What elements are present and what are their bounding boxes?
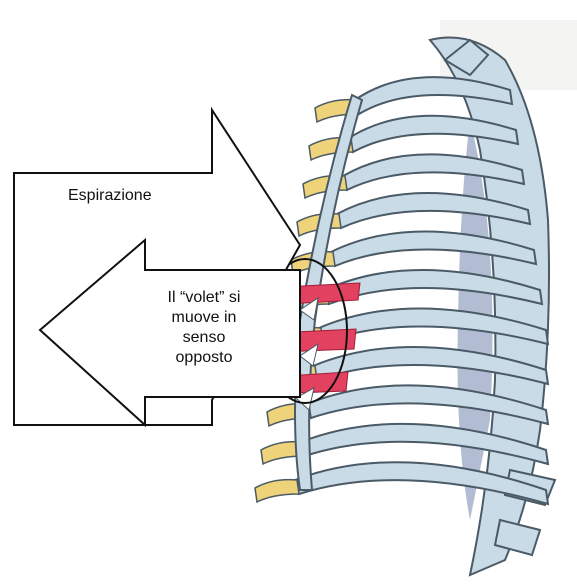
volet-label-line-3: senso — [150, 328, 258, 348]
volet-label-line-1: Il “volet” si — [150, 288, 258, 308]
volet-label: Il “volet” si muove in senso opposto — [150, 288, 258, 368]
expiration-label: Espirazione — [68, 186, 152, 206]
volet-label-line-4: opposto — [150, 348, 258, 368]
volet-label-line-2: muove in — [150, 308, 258, 328]
cartilage — [255, 480, 299, 502]
